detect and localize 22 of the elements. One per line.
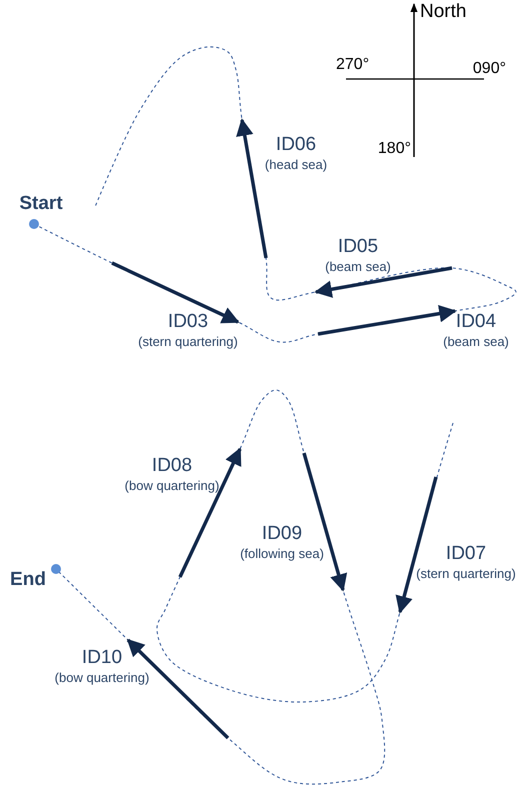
segment-id: ID03 (168, 312, 208, 333)
segment-id: ID04 (456, 312, 496, 333)
sea-condition: (beam sea) (325, 260, 391, 274)
sea-condition: (stern quartering) (138, 335, 238, 350)
sea-condition: (bow quartering) (54, 671, 150, 686)
sea-condition: (head sea) (264, 158, 328, 172)
compass-label: 090° (472, 60, 506, 78)
segment-id: ID07 (446, 544, 486, 565)
segment-id: ID08 (152, 456, 192, 477)
segment-id: ID09 (262, 524, 302, 545)
segment-id: ID06 (276, 135, 316, 156)
sea-condition: (bow quartering) (124, 479, 220, 494)
segment-id: ID05 (338, 237, 378, 258)
compass-label: 270° (336, 56, 370, 74)
sea-condition: (beam sea) (443, 335, 509, 350)
start-label: Start (19, 194, 63, 215)
compass-label: 180° (378, 140, 411, 158)
segment-id: ID10 (82, 648, 122, 669)
compass-label: North (420, 2, 466, 23)
end-label: End (10, 570, 46, 591)
sea-condition: (stern quartering) (416, 567, 516, 582)
sea-condition: (following sea) (240, 547, 324, 562)
